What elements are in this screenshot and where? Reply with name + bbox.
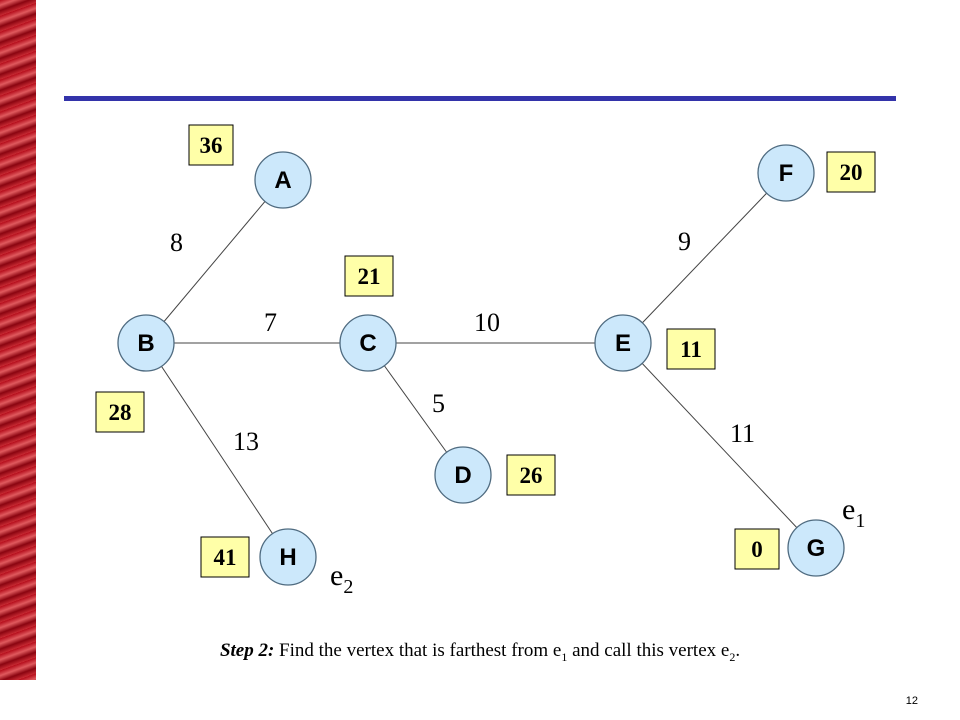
endpoint-e2-subscript: 2 <box>343 576 353 598</box>
edge-e-g <box>622 342 817 549</box>
endpoint-label-e2: e2 <box>330 559 353 598</box>
edge-weight-c-d: 5 <box>432 389 445 418</box>
endpoint-label-e1: e1 <box>842 493 865 532</box>
distance-value-a: 36 <box>200 133 223 158</box>
edge-weight-e-f: 9 <box>678 227 691 256</box>
distance-value-h: 41 <box>214 545 237 570</box>
endpoint-e1-letter: e <box>842 493 855 526</box>
node-label-b: B <box>137 330 154 357</box>
step-caption: Step 2: Find the vertex that is farthest… <box>0 640 960 665</box>
caption-text-2: and call this vertex e <box>567 640 730 661</box>
distance-value-f: 20 <box>840 160 863 185</box>
edge-weight-c-e: 10 <box>474 308 500 337</box>
node-label-f: F <box>779 160 794 187</box>
node-c: C <box>339 314 397 372</box>
distance-value-b: 28 <box>109 400 132 425</box>
caption-sub-2: 2 <box>729 649 736 664</box>
endpoint-e1-subscript: 1 <box>855 510 865 532</box>
edge-b-h <box>145 342 289 558</box>
distance-box-b: 28 <box>95 391 145 433</box>
distance-box-g: 0 <box>734 528 780 570</box>
node-b: B <box>117 314 175 372</box>
node-h: H <box>259 528 317 586</box>
distance-box-a: 36 <box>188 124 234 166</box>
node-d: D <box>434 446 492 504</box>
header-rule <box>64 96 896 101</box>
distance-box-e: 11 <box>666 328 716 370</box>
node-a: A <box>254 151 312 209</box>
distance-value-g: 0 <box>751 537 763 562</box>
edge-e-f <box>622 172 787 344</box>
distance-box-h: 41 <box>200 536 250 578</box>
node-label-h: H <box>279 544 296 571</box>
distance-box-f: 20 <box>826 151 876 193</box>
distance-value-d: 26 <box>520 463 543 488</box>
caption-sub-1: 1 <box>561 649 568 664</box>
caption-text-3: . <box>735 640 741 661</box>
distance-value-c: 21 <box>358 264 381 289</box>
node-e: E <box>594 314 652 372</box>
distance-box-d: 26 <box>506 454 556 496</box>
endpoint-e2-letter: e <box>330 559 343 592</box>
page-number: 12 <box>905 695 918 707</box>
node-label-g: G <box>807 535 826 562</box>
node-f: F <box>757 144 815 202</box>
node-label-a: A <box>274 167 291 194</box>
edge-weight-b-h: 13 <box>233 427 259 456</box>
node-label-c: C <box>359 330 376 357</box>
node-label-e: E <box>615 330 631 357</box>
decorative-left-strip <box>0 0 36 680</box>
edge-weight-b-a: 8 <box>170 228 183 257</box>
caption-step-label: Step 2: <box>219 640 275 661</box>
edge-weight-e-g: 11 <box>730 419 755 448</box>
edge-weight-b-c: 7 <box>264 308 277 337</box>
distance-value-e: 11 <box>680 337 702 362</box>
caption-text-1: Find the vertex that is farthest from e <box>274 640 562 661</box>
distance-box-c: 21 <box>344 255 394 297</box>
node-label-d: D <box>454 462 471 489</box>
node-g: G <box>787 519 845 577</box>
edge-b-a <box>145 179 284 344</box>
